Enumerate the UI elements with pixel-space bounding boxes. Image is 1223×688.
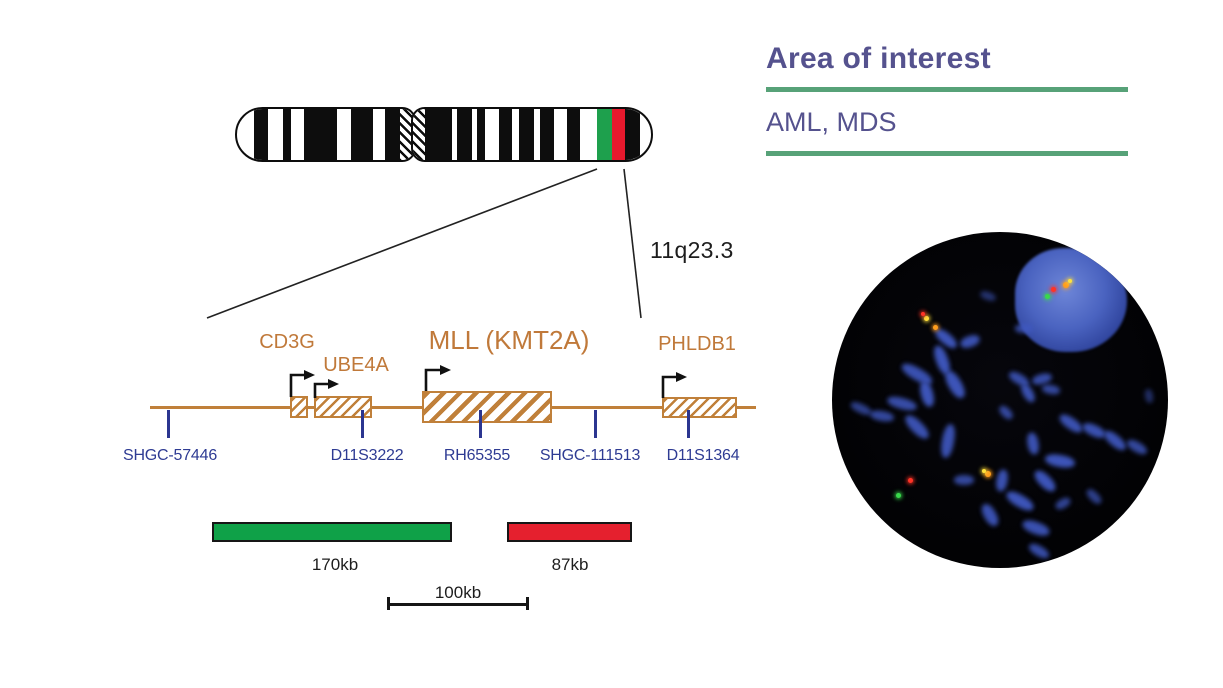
- fish-chromosome-blob: [1084, 486, 1104, 507]
- fish-chromosome-blob: [958, 332, 982, 351]
- locus-label: 11q23.3: [650, 237, 734, 263]
- marker-label-rh65355: RH65355: [443, 447, 511, 464]
- fish-signal-red: [1051, 287, 1056, 292]
- fish-chromosome-blob: [939, 423, 957, 459]
- chromosome-band: [540, 109, 554, 160]
- fish-chromosome-blob: [869, 408, 895, 424]
- marker-tick-shgc-57446: [167, 410, 170, 438]
- header-rule-bottom: [766, 151, 1128, 156]
- fish-signal-yellow: [982, 469, 986, 473]
- fish-chromosome-blob: [978, 501, 1002, 529]
- scale-bar-left-tick: [387, 597, 390, 610]
- interphase-nucleus-bottom-left: [842, 430, 940, 528]
- page-title: Area of interest: [766, 42, 991, 75]
- fish-signal-green: [1045, 294, 1050, 299]
- fish-signal-green: [896, 493, 901, 498]
- chromosome-band: [499, 109, 512, 160]
- fish-signal-orange: [1063, 282, 1069, 288]
- fish-signal-orange: [933, 325, 938, 330]
- chromosome-band: [425, 109, 452, 160]
- fish-chromosome-blob: [1015, 324, 1033, 333]
- header-rule-top: [766, 87, 1128, 92]
- marker-tick-shgc-111513: [594, 410, 597, 438]
- chromosome-band: [519, 109, 534, 160]
- chromosome-band: [400, 109, 414, 160]
- fish-chromosome-blob: [1080, 420, 1108, 441]
- green-probe-size-label: 170kb: [311, 555, 359, 574]
- fish-signal-red: [921, 312, 925, 316]
- area-of-interest-value: AML, MDS: [766, 107, 897, 137]
- chromosome-band: [351, 109, 373, 160]
- gene-box-mll-kmt2a: [422, 391, 552, 423]
- gene-label-phldb1: PHLDB1: [658, 333, 736, 355]
- gene-label-cd3g: CD3G: [259, 331, 315, 353]
- fish-chromosome-blob: [1143, 388, 1155, 404]
- chromosome-11-q-arm: [411, 107, 653, 162]
- chromosome-band: [283, 109, 291, 160]
- fish-signal-red: [908, 478, 913, 483]
- transcription-arrow-mll: [424, 365, 451, 391]
- marker-tick-rh65355: [479, 410, 482, 438]
- fish-chromosome-blob: [1020, 517, 1052, 539]
- fish-chromosome-blob: [1053, 495, 1073, 512]
- transcription-arrow-phldb1: [661, 372, 687, 398]
- fish-chromosome-blob: [1041, 383, 1061, 396]
- chromosome-band: [477, 109, 485, 160]
- fish-chromosome-blob: [1025, 431, 1041, 456]
- gene-box-cd3g: [290, 396, 308, 418]
- marker-label-shgc-111513: SHGC-111513: [539, 447, 641, 464]
- interphase-nucleus-top-right: [1015, 248, 1127, 352]
- scale-bar-label: 100kb: [434, 583, 482, 602]
- chromosome-band: [413, 109, 425, 160]
- fish-chromosome-blob: [917, 379, 937, 409]
- fish-chromosome-blob: [954, 475, 974, 485]
- scale-bar-right-tick: [526, 597, 529, 610]
- fish-chromosome-blob: [941, 368, 969, 401]
- probe-band-green: [597, 109, 612, 160]
- marker-label-d11s3222: D11S3222: [330, 447, 404, 464]
- scale-bar-line: [388, 603, 528, 606]
- marker-label-d11s1364: D11S1364: [666, 447, 740, 464]
- green-probe-bar: [212, 522, 452, 542]
- fish-chromosome-blob: [997, 403, 1015, 422]
- fish-signal-yellow: [924, 316, 929, 321]
- fish-chromosome-blob: [1026, 541, 1052, 561]
- fish-chromosome-blob: [1044, 452, 1076, 470]
- fish-chromosome-blob: [994, 468, 1010, 493]
- chromosome-11-p-arm: [235, 107, 416, 162]
- fish-chromosome-blob: [886, 394, 918, 413]
- gene-label-ube4a: UBE4A: [323, 354, 389, 376]
- transcription-arrow-cd3g: [289, 370, 315, 397]
- red-probe-bar: [507, 522, 632, 542]
- fish-chromosome-blob: [1124, 437, 1150, 457]
- chromosome-band: [625, 109, 640, 160]
- red-probe-size-label: 87kb: [551, 555, 589, 574]
- chromosome-band: [385, 109, 400, 160]
- fish-chromosome-blob: [1101, 427, 1129, 454]
- fish-chromosome-blob: [1004, 488, 1036, 514]
- fish-micrograph: [832, 232, 1168, 568]
- marker-tick-d11s3222: [361, 410, 364, 438]
- chromosome-band: [254, 109, 268, 160]
- chromosome-band: [457, 109, 472, 160]
- gene-box-phldb1: [662, 397, 737, 418]
- transcription-arrow-ube4a: [313, 379, 339, 398]
- fish-chromosome-blob: [1057, 411, 1085, 436]
- fish-signal-orange: [985, 471, 991, 477]
- gene-label-mll-kmt2a: MLL (KMT2A): [428, 325, 590, 355]
- fish-chromosome-blob: [979, 289, 997, 303]
- chromosome-band: [304, 109, 337, 160]
- probe-band-red: [612, 109, 625, 160]
- gene-box-ube4a: [314, 396, 372, 418]
- marker-label-shgc-57446: SHGC-57446: [122, 447, 218, 464]
- fish-chromosome-blob: [1018, 381, 1038, 405]
- chromosome-band: [567, 109, 580, 160]
- marker-tick-d11s1364: [687, 410, 690, 438]
- fish-signal-yellow: [1068, 279, 1072, 283]
- fish-chromosome-blob: [1031, 467, 1059, 495]
